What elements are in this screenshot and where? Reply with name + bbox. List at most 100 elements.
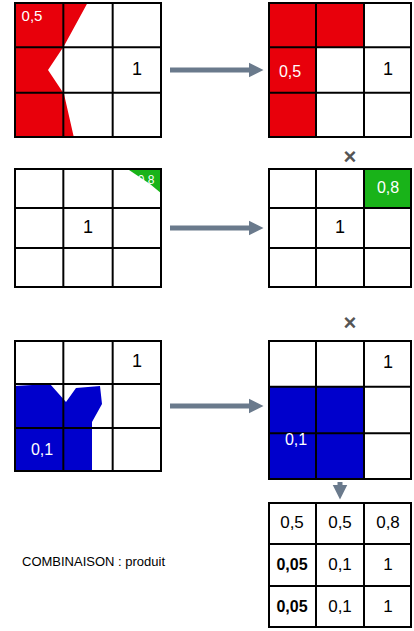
grid-line (268, 168, 270, 288)
cell-slot: 0,5 (22, 8, 43, 25)
grid-line (315, 168, 317, 288)
fuzzy-region (14, 2, 88, 138)
grid-line (62, 340, 64, 472)
cell-slot: 1 (132, 60, 142, 80)
grid-line (268, 168, 412, 170)
grid-line (268, 543, 412, 545)
arrow-connector (338, 482, 343, 486)
cell-slot: 0,1 (31, 441, 53, 459)
grid-line (14, 207, 162, 209)
grid-line (268, 502, 412, 504)
grid-line (268, 585, 412, 587)
grid-line (268, 626, 412, 628)
cell-slot: 0,8 (376, 514, 400, 533)
filled-cell (316, 387, 364, 434)
filled-cell (316, 433, 364, 480)
grid-line (14, 168, 16, 288)
grid-line (14, 470, 162, 472)
filled-cell (364, 168, 412, 208)
membership-grid: 0,51 (14, 2, 162, 138)
grid-line (268, 386, 412, 388)
grid-line (14, 2, 16, 138)
cell-value: 0,8 (377, 179, 399, 197)
grid-line (14, 340, 16, 472)
times-sign: × (344, 310, 357, 336)
grid-line (62, 2, 64, 138)
cell-slot: 0,1 (328, 556, 352, 575)
cell-slot: 0,1 (285, 431, 307, 449)
cell-slot: 0,05 (276, 556, 307, 574)
cell-slot: 0,5 (279, 63, 301, 81)
arrow-connector (170, 226, 250, 231)
cell-value: 1 (383, 353, 393, 373)
cell-slot: 1 (383, 598, 392, 617)
cell-value: 0,1 (328, 556, 352, 575)
cell-value: 1 (335, 218, 345, 238)
cell-value: 0,1 (328, 598, 352, 617)
cell-slot: 0,5 (328, 514, 352, 533)
grid-line (14, 136, 162, 138)
cell-slot: 0,05 (276, 598, 307, 616)
cell-value: 0,5 (328, 514, 352, 533)
cell-value: 1 (132, 352, 142, 372)
grid-line (268, 502, 270, 628)
grid-line (268, 136, 412, 138)
grid-line (363, 168, 365, 288)
cell-value: 0,5 (280, 514, 304, 533)
membership-grid: 0,81 (14, 168, 162, 288)
grid-line (14, 427, 162, 429)
cell-slot: 1 (335, 218, 345, 238)
grid-line (14, 383, 162, 385)
cell-value: 0,8 (376, 514, 400, 533)
cell-value: 0,05 (276, 556, 307, 574)
cell-value: 0,05 (276, 598, 307, 616)
grid-line (14, 340, 162, 342)
grid-line (268, 92, 412, 94)
grid-line (268, 340, 412, 342)
grid-line (14, 286, 162, 288)
caption-note: COMBINAISON : produit (22, 554, 165, 569)
cell-value: 0,5 (279, 63, 301, 81)
cell-value: 1 (383, 60, 393, 80)
arrow-connector (170, 68, 250, 73)
grid-line (410, 340, 412, 480)
grid-line (363, 502, 365, 628)
filled-cell (268, 2, 316, 47)
cell-slot: 0,8 (377, 179, 399, 197)
cell-value: 0,1 (31, 441, 53, 459)
grid-line (14, 92, 162, 94)
grid-line (410, 168, 412, 288)
cell-value: 1 (383, 598, 392, 617)
cell-grid: 0,51 (268, 2, 412, 138)
cell-slot: 1 (132, 352, 142, 372)
grid-line (14, 46, 162, 48)
cell-value: 0,8 (138, 174, 155, 187)
grid-line (112, 168, 114, 288)
result-grid: 0,50,50,80,050,110,050,11 (268, 502, 412, 628)
membership-grid: 10,1 (14, 340, 162, 472)
cell-slot: 0,1 (328, 598, 352, 617)
cell-value: 0,1 (285, 431, 307, 449)
cell-slot: 1 (383, 353, 393, 373)
cell-grid: 10,1 (268, 340, 412, 480)
grid-line (363, 340, 365, 480)
cell-slot: 0,5 (280, 514, 304, 533)
grid-line (268, 340, 270, 480)
filled-cell (268, 47, 316, 92)
grid-line (268, 478, 412, 480)
grid-line (315, 502, 317, 628)
grid-line (268, 2, 412, 4)
grid-line (62, 168, 64, 288)
fuzzy-region (126, 168, 162, 194)
grid-line (268, 2, 270, 138)
grid-line (160, 168, 162, 288)
cell-value: 1 (83, 218, 93, 238)
cell-grid: 0,81 (268, 168, 412, 288)
cell-value: 0,5 (22, 8, 43, 25)
grid-line (160, 2, 162, 138)
grid-line (268, 207, 412, 209)
grid-line (410, 2, 412, 138)
arrow-connector (170, 404, 250, 409)
grid-line (112, 340, 114, 472)
